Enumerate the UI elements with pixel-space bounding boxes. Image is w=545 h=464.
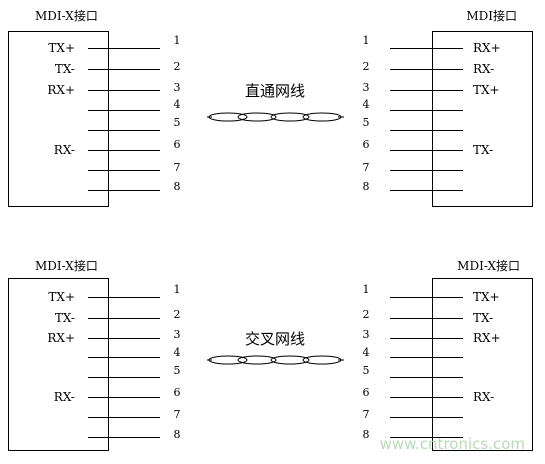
- right-signal-label: TX-: [473, 311, 493, 325]
- right-port-box: [432, 31, 533, 207]
- right-signal-label: RX+: [473, 331, 501, 345]
- right-pin-number: 5: [363, 364, 370, 377]
- right-pin-number: 1: [363, 283, 370, 296]
- left-pin-number: 4: [174, 346, 181, 359]
- left-pin-number: 6: [174, 386, 181, 399]
- cable-twist: [208, 355, 248, 365]
- right-pin-number: 4: [363, 98, 370, 111]
- cable-twist: [208, 112, 248, 122]
- right-pin-number: 3: [363, 81, 370, 94]
- left-pin-number: 2: [174, 60, 181, 73]
- left-pin-number: 1: [174, 283, 181, 296]
- right-pin-number: 6: [363, 138, 370, 151]
- left-signal-label: TX+: [48, 290, 75, 304]
- right-signal-label: TX+: [473, 83, 500, 97]
- right-signal-label: RX-: [473, 62, 494, 76]
- cable-type-label: 交叉网线: [245, 330, 305, 348]
- watermark-text: www.cntronics.com: [380, 435, 525, 453]
- right-pin-number: 2: [363, 308, 370, 321]
- right-pin-number: 7: [363, 161, 370, 174]
- right-pin-number: 1: [363, 34, 370, 47]
- left-signal-label: RX-: [54, 390, 75, 404]
- left-pin-number: 5: [174, 364, 181, 377]
- twisted-cable: [207, 355, 344, 365]
- right-port-title: MDI接口: [466, 8, 517, 23]
- right-pin-number: 5: [363, 116, 370, 129]
- left-pin-number: 5: [174, 116, 181, 129]
- right-pin-number: 8: [363, 180, 370, 193]
- left-pin-number: 6: [174, 138, 181, 151]
- left-port-box: [8, 31, 109, 207]
- left-pin-number: 7: [174, 161, 181, 174]
- right-pin-number: 2: [363, 60, 370, 73]
- left-port-box: [8, 278, 109, 451]
- left-signal-label: RX-: [54, 143, 75, 157]
- left-pin-number: 8: [174, 428, 181, 441]
- left-signal-label: RX+: [47, 331, 75, 345]
- left-pin-number: 3: [174, 328, 181, 341]
- left-signal-label: TX+: [48, 41, 75, 55]
- cable-twist: [270, 355, 310, 365]
- left-port-title: MDI-X接口: [35, 8, 98, 23]
- left-signal-label: TX-: [55, 62, 75, 76]
- twisted-cable: [207, 112, 344, 122]
- left-pin-number: 3: [174, 81, 181, 94]
- left-pin-number: 2: [174, 308, 181, 321]
- cable-type-label: 直通网线: [245, 82, 305, 100]
- left-signal-label: TX-: [55, 311, 75, 325]
- left-signal-label: RX+: [47, 83, 75, 97]
- left-pin-number: 7: [174, 408, 181, 421]
- right-signal-label: RX+: [473, 41, 501, 55]
- cable-twist: [270, 112, 310, 122]
- cable-twist: [237, 112, 277, 122]
- right-pin-number: 7: [363, 408, 370, 421]
- left-pin-number: 1: [174, 34, 181, 47]
- right-signal-label: RX-: [473, 390, 494, 404]
- right-pin-number: 6: [363, 386, 370, 399]
- right-port-title: MDI-X接口: [457, 258, 520, 273]
- cable-twist: [237, 355, 277, 365]
- right-pin-number: 3: [363, 328, 370, 341]
- right-signal-label: TX+: [473, 290, 500, 304]
- left-port-title: MDI-X接口: [35, 258, 98, 273]
- right-pin-number: 8: [363, 428, 370, 441]
- right-signal-label: TX-: [473, 143, 493, 157]
- left-pin-number: 4: [174, 98, 181, 111]
- right-pin-number: 4: [363, 346, 370, 359]
- diagram-2: MDI-X接口 MDI-X接口 1 1TX+ TX+ 2 2 TX- TX- 3 3 RX+ RX+ 4 4…: [8, 258, 533, 451]
- left-pin-number: 8: [174, 180, 181, 193]
- right-port-box: [432, 278, 533, 451]
